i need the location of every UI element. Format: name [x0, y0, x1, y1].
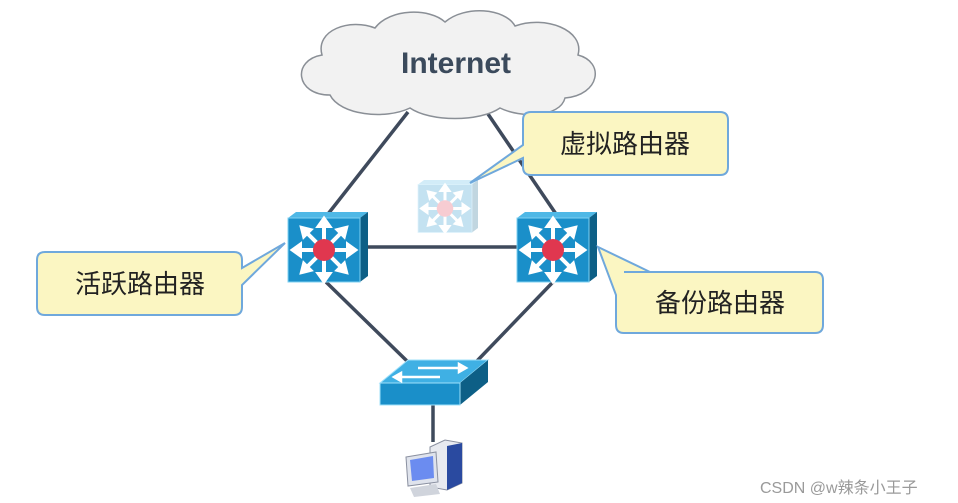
active-router-icon	[288, 212, 368, 282]
internet-cloud: Internet	[300, 10, 596, 120]
virtual-router-icon	[418, 180, 478, 233]
watermark: CSDN @w辣条小王子	[760, 480, 918, 497]
backup-router-label: 备份路由器	[655, 289, 785, 319]
backup-router-icon	[517, 212, 597, 282]
switch-icon	[378, 359, 490, 406]
callout-virtual-router: 虚拟路由器	[469, 111, 729, 184]
callout-active-router: 活跃路由器	[36, 242, 286, 316]
internet-label: Internet	[401, 47, 511, 80]
callout-backup-router: 备份路由器	[596, 245, 824, 334]
link-backup-switch	[474, 280, 555, 364]
link-active-switch	[324, 280, 410, 364]
virtual-router-label: 虚拟路由器	[560, 130, 690, 160]
pc-icon	[405, 439, 463, 497]
links	[324, 110, 558, 442]
link-internet-active	[326, 110, 410, 216]
active-router-label: 活跃路由器	[75, 270, 205, 300]
